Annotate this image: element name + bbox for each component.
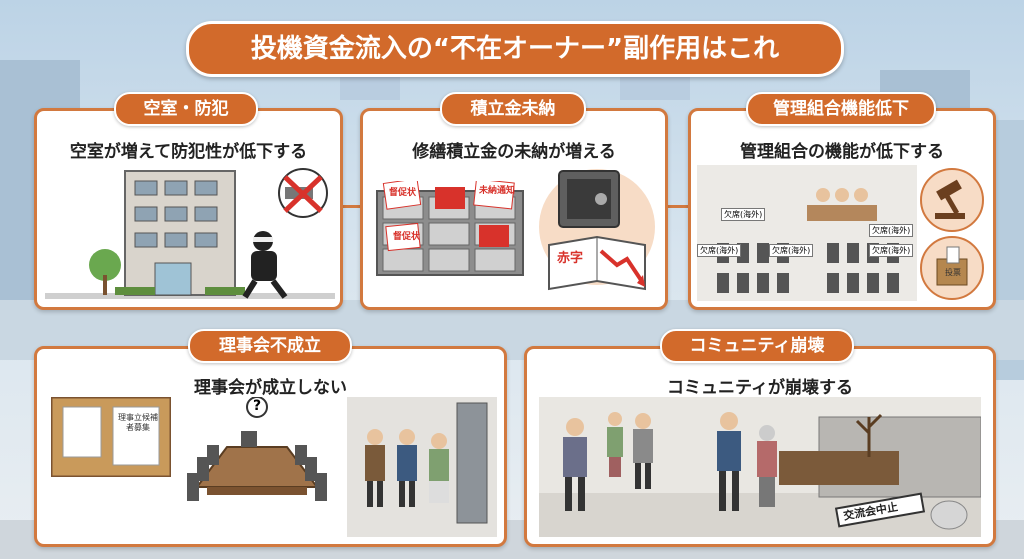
letter-label: 督促状 [393, 232, 421, 242]
panel-subtitle: 管理組合の機能が低下する [740, 142, 944, 162]
absent-sign: 欠席(海外) [769, 244, 814, 257]
camera-crossed-icon [278, 168, 328, 218]
vacant-building-illustration [45, 168, 335, 299]
panel-subtitle: 理事会が成立しない [194, 378, 347, 398]
panel-board-failure: 理事会が成立しない 理事立候補者募集 ? [34, 346, 507, 547]
panel-subtitle: 空室が増えて防犯性が低下する [69, 142, 308, 162]
ledger-label: 赤字 [557, 251, 584, 266]
panel-tag-community: コミュニティ崩壊 [660, 329, 854, 363]
letter-label: 未納通知 [479, 186, 516, 196]
absent-sign: 欠席(海外) [869, 244, 914, 257]
ballot-label: 投票 [945, 268, 961, 277]
panel-tag-unpaid: 積立金未納 [440, 92, 586, 126]
gavel-icon [920, 168, 984, 232]
connector [340, 205, 362, 208]
bulletin-board-illustration [51, 397, 171, 477]
hallway-people-illustration [347, 397, 497, 537]
safe-and-ledger-illustration [539, 169, 655, 291]
panel-vacancy-security: 空室が増えて防犯性が低下する [34, 108, 343, 310]
connector [662, 205, 688, 208]
letter-label: 督促状 [389, 188, 417, 198]
absent-sign: 欠席(海外) [869, 224, 914, 237]
absent-sign: 欠席(海外) [697, 244, 742, 257]
ballot-box-icon [920, 236, 984, 300]
panel-unpaid-reserve: 修繕積立金の未納が増える 督促状 未納通知 督促状 赤字 [360, 108, 668, 310]
community-decline-illustration [539, 397, 981, 537]
burglar-figure [242, 231, 288, 299]
notice-label: 理事立候補者募集 [118, 413, 158, 432]
absent-sign: 欠席(海外) [721, 208, 766, 221]
panel-subtitle: コミュニティが崩壊する [667, 378, 853, 398]
mailbox-illustration [376, 181, 524, 276]
panel-management-decline: 管理組合の機能が低下する 欠席(海外) 欠席(海外) 欠席(海外) 欠席(海外)… [688, 108, 996, 310]
panel-tag-vacancy: 空室・防犯 [114, 92, 258, 126]
panel-subtitle: 修繕積立金の未納が増える [412, 142, 616, 162]
panel-tag-management: 管理組合機能低下 [746, 92, 936, 126]
panel-tag-board: 理事会不成立 [188, 329, 352, 363]
panel-community-collapse: コミュニティが崩壊する 交流会中止 [524, 346, 996, 547]
empty-board-table-illustration [187, 397, 327, 501]
question-mark: ? [252, 398, 262, 414]
main-title: 投機資金流入の“不在オーナー”副作用はこれ [186, 21, 844, 77]
